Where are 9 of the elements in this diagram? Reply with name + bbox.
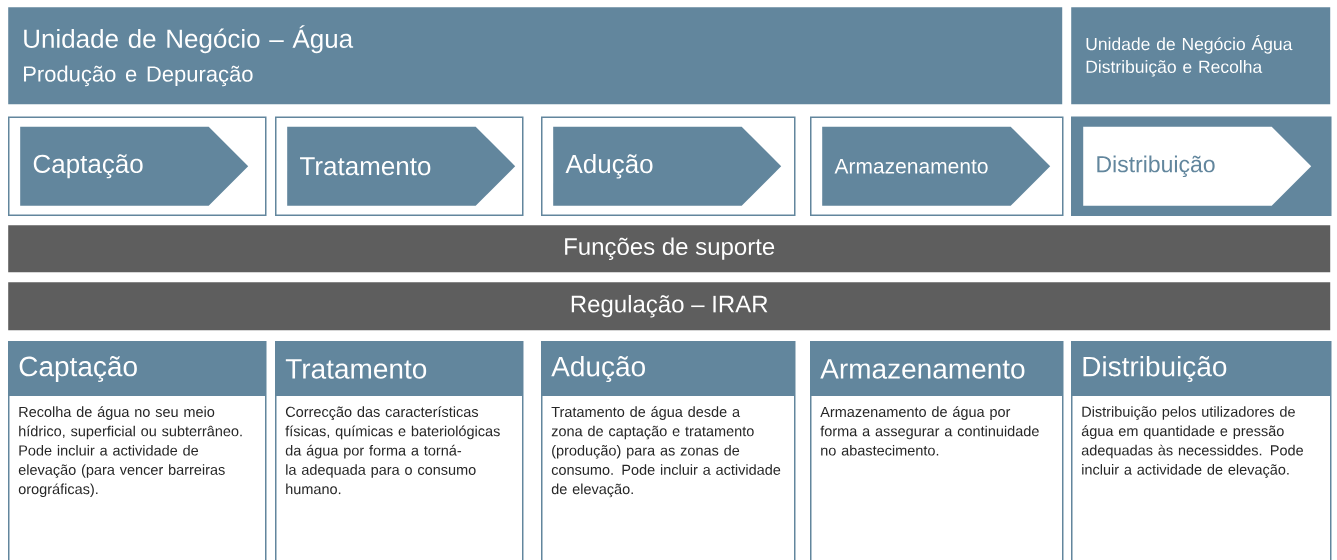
support-band: Regulação – IRAR [8,282,1331,331]
stage-column: Tratamento Correcção das características físicas, químicas e bateriológicas da água por forma a torná-la adequada para o consumo humano. [275,341,524,560]
stage-column: Armazenamento Armazenamento de água por forma a assegurar a continuidade no abastecimento. [810,341,1064,560]
stage-column: Adução Tratamento de água desde a zona de captação e tratamento (produção) para as zonas de consumo. Pode incluir a actividade de elevação. [541,341,796,560]
stage-column: Captação Recolha de água no seu meio hídrico, superficial ou subterrâneo. Pode incluir a actividade de elevação (para vencer barreiras orográficas). [8,341,267,560]
support-band: Funções de suporte [8,225,1331,273]
unit-banner: Unidade de Negócio Água Distribuição e Recolha [1071,7,1331,105]
stage-column: Distribuição Distribuição pelos utilizadores de água em quantidade e pressão adequadas às necessiddes. Pode incluir a actividade de elevação. [1071,341,1332,560]
unit-banner: Unidade de Negócio – Água Produção e Depuração [8,7,1063,105]
